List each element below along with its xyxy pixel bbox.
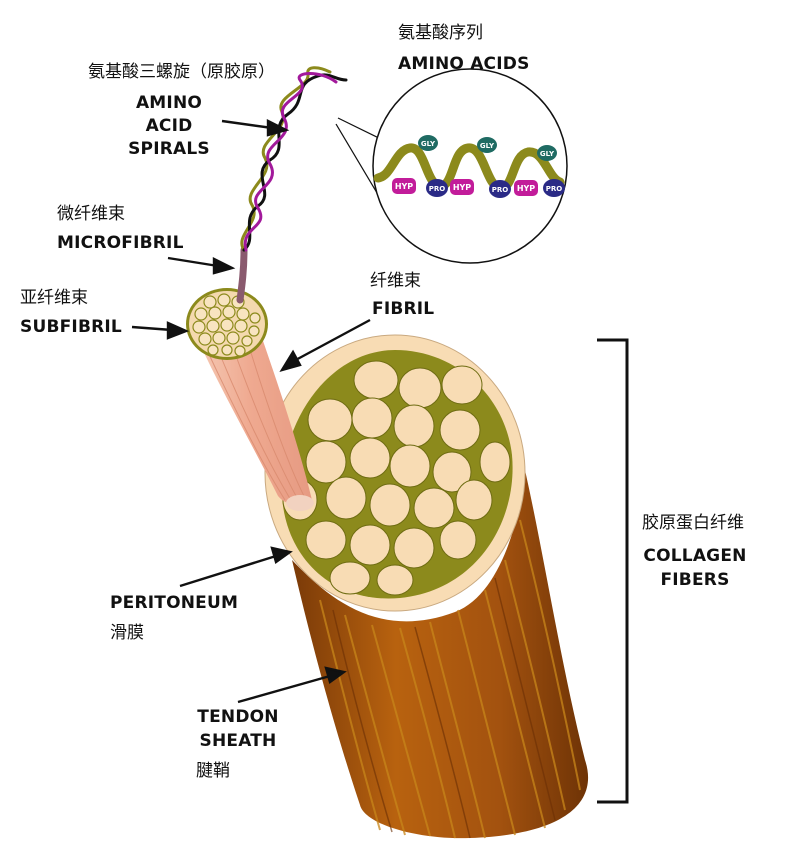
- fibril-cone: [190, 322, 312, 505]
- svg-text:GLY: GLY: [480, 142, 495, 150]
- gly-badge-3: GLY: [537, 145, 557, 161]
- label-triple-helix-zh: 氨基酸三螺旋（原胶原）: [88, 62, 275, 82]
- microfibril-stem: [236, 246, 248, 304]
- label-spirals-line1: AMINO: [135, 93, 203, 113]
- svg-text:HYP: HYP: [395, 182, 413, 191]
- svg-text:GLY: GLY: [421, 140, 436, 148]
- pro-badge-1: PRO: [426, 179, 448, 197]
- label-tendon-line1: TENDON: [197, 707, 279, 727]
- tendon-stripes: [319, 519, 581, 839]
- svg-text:PRO: PRO: [492, 186, 509, 194]
- label-microfibril-zh: 微纤维束: [57, 204, 125, 224]
- arrow-tendon: [237, 666, 347, 704]
- svg-text:PRO: PRO: [546, 185, 563, 193]
- label-peritoneum-zh: 滑膜: [110, 623, 144, 643]
- label-amino-acids-en: AMINO ACIDS: [398, 54, 530, 74]
- arrow-peritoneum: [179, 546, 293, 588]
- label-tendon-zh: 腱鞘: [196, 761, 230, 781]
- svg-text:HYP: HYP: [453, 183, 471, 192]
- hyp-badge-2: HYP: [450, 179, 474, 195]
- label-collagen-zh: 胶原蛋白纤维: [642, 513, 744, 533]
- label-collagen-line1: COLLAGEN: [643, 546, 747, 566]
- label-fibril-zh: 纤维束: [370, 271, 421, 291]
- hyp-badge-3: HYP: [514, 180, 538, 196]
- svg-text:HYP: HYP: [517, 184, 535, 193]
- arrow-microfibril: [167, 256, 236, 275]
- tendon-sheath-body: [292, 470, 589, 839]
- label-spirals-line2: ACID: [145, 116, 193, 136]
- label-tendon-line2: SHEATH: [199, 731, 277, 751]
- amino-acid-zoom-circle: [372, 68, 568, 264]
- label-peritoneum-en: PERITONEUM: [110, 593, 239, 613]
- label-spirals-line3: SPIRALS: [128, 139, 210, 159]
- label-microfibril-en: MICROFIBRIL: [57, 233, 184, 253]
- arrow-fibril: [279, 318, 371, 372]
- fibril-bundles: [282, 360, 511, 596]
- pro-badge-3: PRO: [543, 179, 565, 197]
- amino-chain: [373, 143, 565, 193]
- label-subfibril-zh: 亚纤维束: [20, 288, 88, 308]
- amino-badges: GLY GLY GLY HYP PRO HYP PRO HYP PRO: [392, 135, 565, 198]
- triple-helix: [240, 66, 348, 252]
- label-collagen-line2: FIBERS: [660, 570, 730, 590]
- label-subfibril-en: SUBFIBRIL: [20, 317, 122, 337]
- pro-badge-2: PRO: [489, 180, 511, 198]
- gly-badge-2: GLY: [477, 137, 497, 153]
- hyp-badge-1: HYP: [392, 178, 416, 194]
- arrow-subfibril: [131, 321, 190, 340]
- gly-badge-1: GLY: [418, 135, 438, 151]
- label-arrows: [131, 119, 371, 704]
- label-fibril-en: FIBRIL: [372, 299, 435, 319]
- collagen-bracket: [597, 338, 629, 804]
- arrow-spirals: [221, 119, 290, 137]
- svg-text:PRO: PRO: [429, 185, 446, 193]
- label-amino-acids-zh: 氨基酸序列: [398, 23, 483, 43]
- svg-text:GLY: GLY: [540, 150, 555, 158]
